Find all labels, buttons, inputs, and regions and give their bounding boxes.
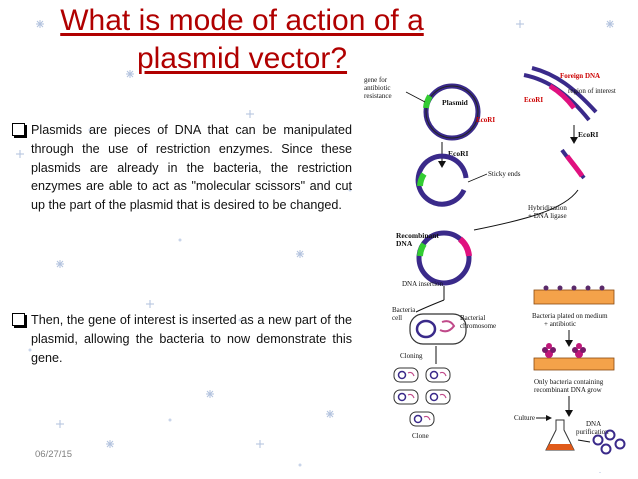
clone-label: Clone (412, 432, 429, 440)
gene-label-line-2: antibiotic (364, 84, 390, 92)
chromosome-label-2: chromosome (460, 322, 496, 330)
dna-purification-label-2: purification (576, 428, 609, 436)
chromosome-label-1: Bacterial (460, 314, 485, 322)
slide-title: What is mode of action of a plasmid vect… (18, 2, 466, 78)
gene-label-line-1: gene for (364, 76, 388, 84)
plasmid-label: Plasmid (442, 98, 469, 107)
cloning-label: Cloning (400, 352, 423, 360)
hybridization-label-1: Hybridization (528, 204, 567, 212)
petri-dish-icon (533, 285, 615, 305)
foreign-dna-label: Foreign DNA (560, 72, 600, 80)
bullet-item-plasmids: Plasmids are pieces of DNA that can be m… (12, 121, 352, 215)
recombinant-plasmid-icon (416, 230, 472, 286)
dna-purification-label-1: DNA (586, 420, 601, 428)
sticky-ends-label: Sticky ends (488, 170, 521, 178)
region-of-interest-label: region of interest (568, 87, 616, 95)
title-line-1: What is mode of action of a (60, 4, 424, 37)
plated-label-1: Bacteria plated on medium (532, 312, 608, 320)
only-bacteria-label-2: recombinant DNA grow (534, 386, 603, 394)
title-line-2: plasmid vector? (136, 42, 348, 75)
clone-cells-icon (393, 367, 451, 427)
dna-insertion-label: DNA insertion (402, 280, 444, 288)
gene-label-line-3: resistance (364, 92, 392, 100)
only-bacteria-label-1: Only bacteria containing (534, 378, 604, 386)
slide-date: 06/27/15 (35, 449, 72, 460)
cut-plasmid-icon (415, 153, 469, 207)
bullet-text: Plasmids are pieces of DNA that can be m… (31, 123, 352, 213)
bacteria-cell-label-1: Bacteria (392, 306, 416, 314)
ecori-label-foreign: EcoRI (524, 96, 543, 104)
bacteria-cell-icon (409, 313, 467, 345)
colonies-dish-icon (533, 343, 615, 371)
diagram-svg: gene for antibiotic resistance Plasmid E… (364, 66, 626, 455)
checkbox-bullet-icon (12, 313, 25, 326)
bullet-item-gene-insertion: Then, the gene of interest is inserted a… (12, 311, 352, 367)
ecori-label-fragment: EcoRI (578, 130, 598, 139)
hybridization-label-2: + DNA ligase (528, 212, 567, 220)
foreign-dna-icon (523, 66, 598, 122)
plasmid-vector-diagram: gene for antibiotic resistance Plasmid E… (364, 60, 632, 472)
plasmid-circle-icon (423, 83, 481, 141)
plated-label-2: + antibiotic (544, 320, 576, 328)
purified-plasmids-icon (592, 429, 626, 455)
dna-fragment-icon (560, 148, 586, 180)
ecori-label-cut: EcoRI (448, 149, 468, 158)
checkbox-bullet-icon (12, 123, 25, 136)
recombinant-label-1: Recombinant (396, 231, 439, 240)
culture-label: Culture (514, 414, 535, 422)
bullet-text: Then, the gene of interest is inserted a… (31, 313, 352, 365)
bacteria-cell-label-2: cell (392, 314, 402, 322)
ecori-label-plasmid: EcoRI (476, 116, 495, 124)
recombinant-label-2: DNA (396, 239, 413, 248)
flask-icon (545, 419, 575, 451)
